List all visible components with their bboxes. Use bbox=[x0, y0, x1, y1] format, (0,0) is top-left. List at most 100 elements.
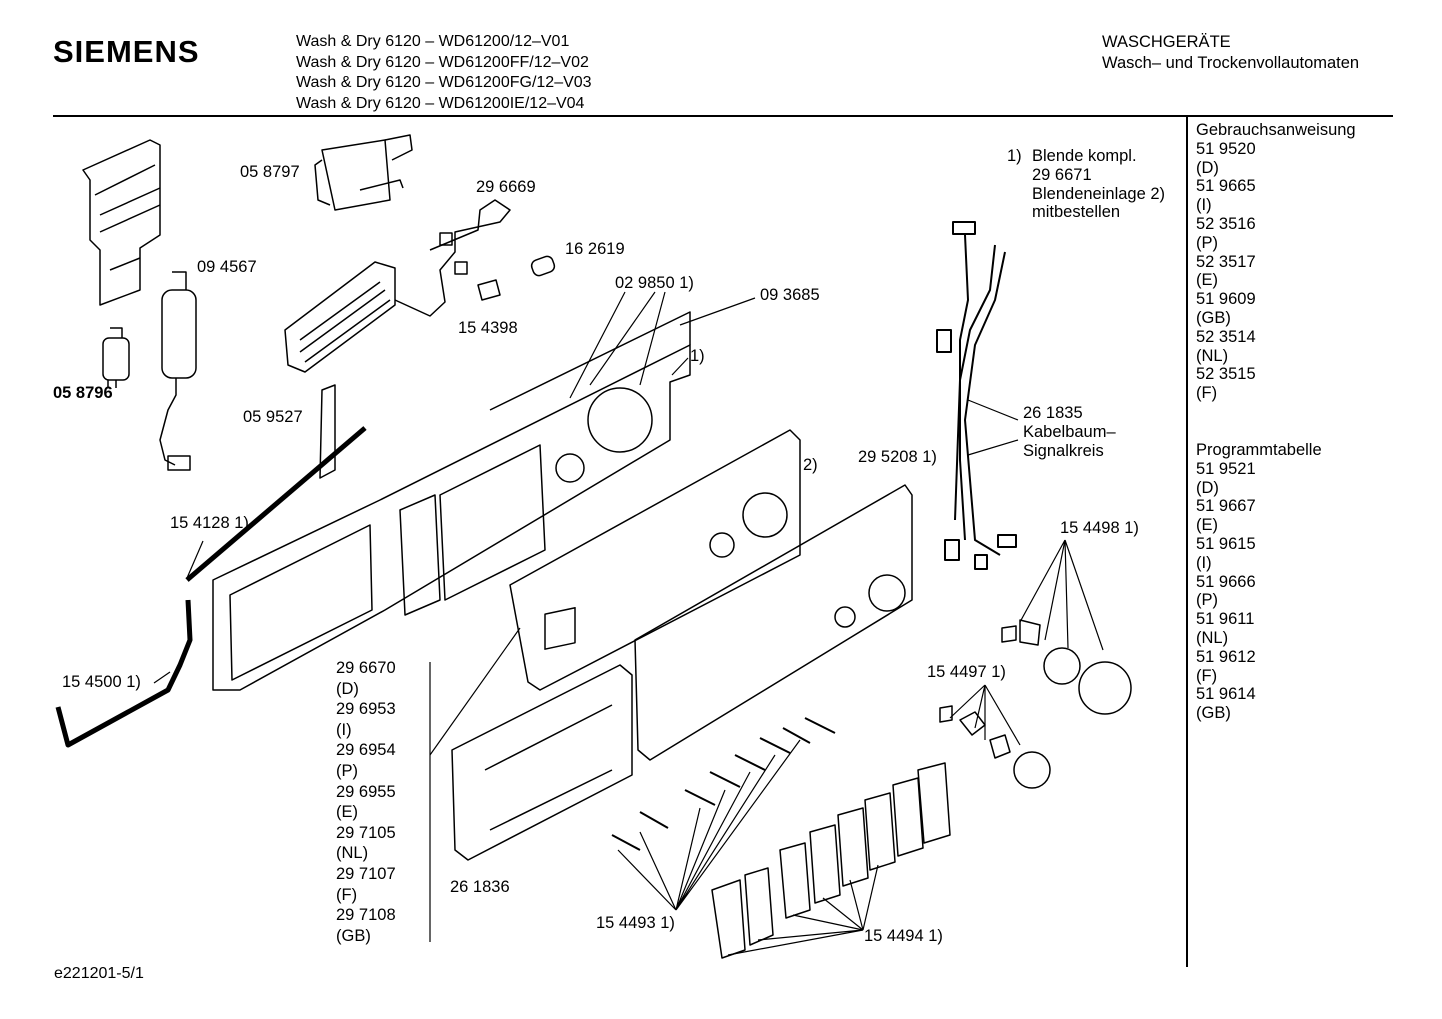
manual-item: (F) bbox=[1196, 384, 1218, 403]
part-label: 16 2619 bbox=[565, 240, 625, 258]
manual-list: Gebrauchsanweisung 51 9520 (D) 51 9665 (… bbox=[1196, 121, 1356, 403]
table-item: 51 9666 bbox=[1196, 572, 1256, 591]
mounting-bracket bbox=[82, 139, 161, 306]
variant-line: 29 6670 bbox=[336, 659, 396, 677]
spring-set bbox=[611, 717, 836, 851]
variant-line: 29 7108 bbox=[336, 906, 396, 925]
note-line: 29 6671 bbox=[1032, 165, 1092, 184]
table-item: 51 9521 bbox=[1196, 459, 1256, 478]
harness-line: Kabelbaum– bbox=[1023, 422, 1116, 441]
harness-line: 26 1835 bbox=[1023, 404, 1083, 422]
part-label: 15 4497 1) bbox=[927, 663, 1006, 681]
manual-item: (NL) bbox=[1196, 346, 1229, 365]
indicator-lamp bbox=[530, 255, 556, 277]
door-latch-slider bbox=[319, 384, 336, 479]
part-label: 15 4128 1) bbox=[170, 514, 249, 532]
variant-line: (F) bbox=[336, 885, 358, 904]
variant-line: 29 6954 bbox=[336, 741, 396, 760]
drawing-code: e221201-5/1 bbox=[54, 965, 144, 982]
main-fascia-panel bbox=[212, 311, 691, 691]
display-panel bbox=[634, 484, 913, 761]
note-line: Blende kompl. bbox=[1032, 147, 1137, 165]
push-button-set bbox=[711, 762, 951, 959]
table-item: 51 9615 bbox=[1196, 534, 1256, 553]
table-item: (D) bbox=[1196, 478, 1219, 497]
note-line: mitbestellen bbox=[1032, 203, 1121, 222]
part-label: 09 3685 bbox=[760, 286, 820, 304]
table-item: 51 9611 bbox=[1196, 610, 1255, 629]
model-line: Wash & Dry 6120 – WD61200/12–V01 bbox=[296, 33, 570, 50]
variant-line: (E) bbox=[336, 803, 358, 822]
table-item: 51 9667 bbox=[1196, 497, 1256, 516]
part-label: 09 4567 bbox=[197, 258, 257, 276]
drain-hose-wire bbox=[55, 599, 193, 748]
note-line: Blendeneinlage 2) bbox=[1032, 184, 1166, 203]
manual-item: (P) bbox=[1196, 233, 1218, 252]
part-label: 15 4498 1) bbox=[1060, 519, 1139, 537]
note-marker: 1) bbox=[1007, 147, 1022, 165]
led-holder bbox=[477, 279, 501, 301]
table-item: 51 9614 bbox=[1196, 685, 1256, 704]
small-capacitor bbox=[102, 327, 130, 388]
sidebar-divider bbox=[1186, 117, 1188, 967]
table-item: (I) bbox=[1196, 553, 1212, 572]
part-label: 1) bbox=[690, 347, 705, 365]
manual-item: (I) bbox=[1196, 196, 1212, 215]
large-capacitor bbox=[159, 271, 197, 471]
variant-line: 29 7107 bbox=[336, 864, 396, 883]
table-item: (F) bbox=[1196, 666, 1218, 685]
model-line: Wash & Dry 6120 – WD61200FG/12–V03 bbox=[296, 74, 592, 91]
manual-item: (D) bbox=[1196, 158, 1219, 177]
table-item: (E) bbox=[1196, 516, 1218, 535]
manual-item: 51 9665 bbox=[1196, 177, 1256, 196]
part-label: 15 4398 bbox=[458, 319, 518, 337]
sealing-strip bbox=[185, 426, 367, 582]
variant-line: (D) bbox=[336, 679, 359, 698]
panel-insert bbox=[509, 429, 801, 691]
knob-assembly-small bbox=[939, 705, 1051, 789]
variant-line: 29 7105 bbox=[336, 823, 396, 842]
header-divider bbox=[53, 115, 1393, 117]
part-label: 29 5208 1) bbox=[858, 448, 937, 466]
leader-lines bbox=[153, 291, 1104, 956]
part-label: 2) bbox=[803, 456, 818, 474]
table-item: (NL) bbox=[1196, 628, 1229, 647]
model-line: Wash & Dry 6120 – WD61200IE/12–V04 bbox=[296, 94, 585, 112]
note-block: Blende kompl. 29 6671 Blendeneinlage 2) … bbox=[1032, 147, 1165, 222]
table-item: (P) bbox=[1196, 591, 1218, 610]
model-line: Wash & Dry 6120 – WD61200FF/12–V02 bbox=[296, 53, 589, 71]
variant-line: 29 6955 bbox=[336, 782, 396, 801]
table-item: 51 9612 bbox=[1196, 647, 1256, 666]
manual-item: 52 3517 bbox=[1196, 252, 1256, 271]
variant-line: 29 6953 bbox=[336, 700, 396, 719]
brand-logo: SIEMENS bbox=[53, 34, 200, 69]
cable-harness bbox=[936, 221, 1017, 570]
part-label: 02 9850 1) bbox=[615, 274, 694, 292]
category-title: WASCHGERÄTE bbox=[1102, 33, 1231, 51]
table-title: Programmtabelle bbox=[1196, 441, 1322, 459]
variant-line: (I) bbox=[336, 720, 352, 739]
harness-line: Signalkreis bbox=[1023, 441, 1104, 460]
harness-label: 26 1835 Kabelbaum– Signalkreis bbox=[1023, 404, 1116, 460]
variant-line: (GB) bbox=[336, 926, 371, 945]
part-label: 05 8796 bbox=[53, 384, 113, 402]
variant-line: (P) bbox=[336, 761, 358, 780]
table-item: (GB) bbox=[1196, 704, 1231, 723]
program-table-list: Programmtabelle 51 9521 (D) 51 9667 (E) … bbox=[1196, 441, 1322, 723]
category-subtitle: Wasch– und Trockenvollautomaten bbox=[1102, 53, 1360, 72]
part-label: 29 6669 bbox=[476, 178, 536, 196]
manual-item: 52 3516 bbox=[1196, 214, 1256, 233]
panel-insert-variants: 29 6670 (D) 29 6953 (I) 29 6954 (P) 29 6… bbox=[336, 658, 396, 946]
manual-item: 51 9609 bbox=[1196, 290, 1256, 309]
knob-assembly-large bbox=[1001, 619, 1132, 715]
part-label: 15 4494 1) bbox=[864, 927, 943, 945]
part-label: 05 8797 bbox=[240, 163, 300, 181]
part-label: 15 4493 1) bbox=[596, 914, 675, 932]
category-heading: WASCHGERÄTE Wasch– und Trockenvollautoma… bbox=[1102, 32, 1359, 73]
selector-switch bbox=[314, 134, 413, 211]
manual-item: (GB) bbox=[1196, 308, 1231, 327]
manual-item: 52 3514 bbox=[1196, 327, 1256, 346]
manual-item: 51 9520 bbox=[1196, 139, 1256, 158]
manual-item: (E) bbox=[1196, 271, 1218, 290]
